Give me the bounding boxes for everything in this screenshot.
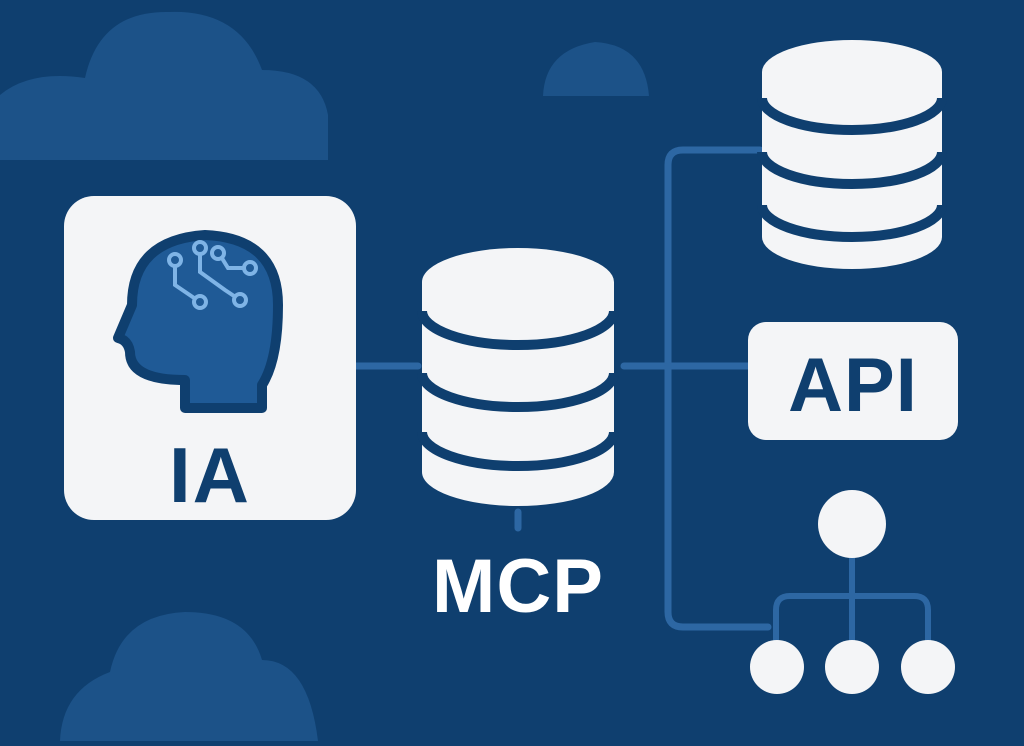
hierarchy-icon — [750, 490, 955, 694]
head-circuit-icon — [113, 230, 283, 413]
ia-label: IA — [169, 431, 251, 519]
cloud-icon — [0, 11, 328, 160]
cloud-icon — [543, 42, 649, 96]
cloud-icon — [60, 612, 318, 741]
database-icon — [417, 248, 619, 506]
api-label: API — [788, 343, 918, 428]
database-icon — [757, 40, 947, 269]
api-card — [748, 322, 958, 440]
mcp-label: MCP — [432, 544, 604, 629]
connector-lines — [352, 146, 772, 631]
